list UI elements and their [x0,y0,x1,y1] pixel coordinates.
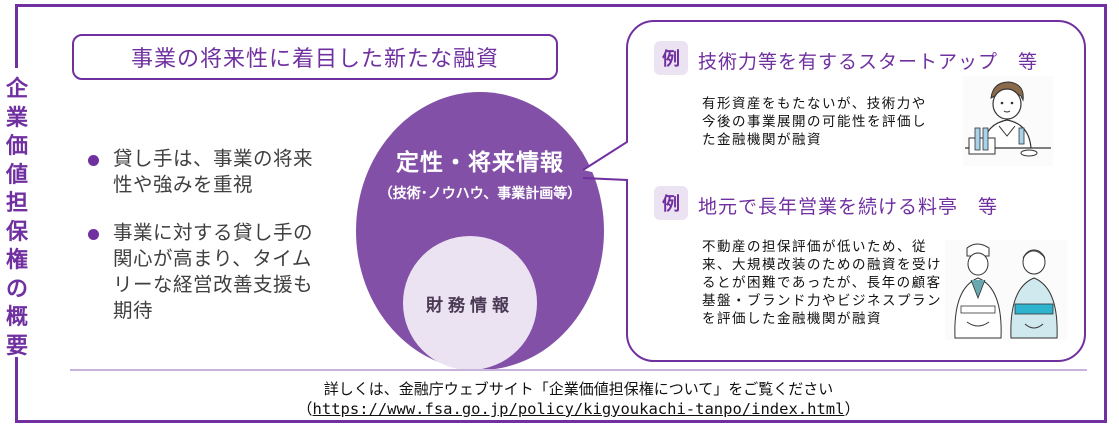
inner-circle-label: 財務情報 [426,295,514,316]
ryotei-staff-illustration-icon [945,240,1067,340]
headline-text: 事業の将来性に着目した新たな融資 [130,47,499,72]
frame-right-border [1104,4,1107,423]
footer-open-paren: （ [297,400,313,418]
footer-divider [70,369,1087,371]
frame-left-border-bottom [15,357,18,423]
bullet-text: 事業に対する貸し手の関心が高まり、タイムリーな経営改善支援も期待 [113,221,314,322]
side-title-char: の [5,276,28,302]
bullet-dot-icon [88,229,99,240]
side-title-char: 権 [5,248,28,273]
example-title: 技術力等を有するスタートアップ 等 [698,51,1039,73]
inner-circle-financial-info: 財務情報 [403,236,537,370]
side-title-char: 要 [5,333,28,359]
example-description: 不動産の担保評価が低いため、従来、大規模改装のための融資を受けるとが困難であった… [702,239,942,327]
example-description: 有形資産をもたないが、技術力や今後の事業展開の可能性を評価した金融機関が融資 [702,96,927,148]
side-title-char: 保 [5,219,28,245]
headline-box: 事業の将来性に着目した新たな融資 [72,34,558,80]
side-title-char: 業 [5,105,28,131]
fsa-policy-link[interactable]: https://www.fsa.go.jp/policy/kigyoukachi… [312,400,845,418]
outer-circle-subtitle: （技術･ノウハウ、事業計画等） [378,186,582,202]
bullet-dot-icon [88,155,99,166]
side-title-char: 企 [5,77,28,102]
bullet-item: 貸し手は、事業の将来性や強みを重視 [88,146,328,198]
frame-bottom-border [15,420,1107,423]
side-title-char: 値 [5,162,28,188]
frame-left-border-top [15,4,18,68]
side-title-char: 担 [5,191,28,216]
footer-text: 詳しくは、金融庁ウェブサイト「企業価値担保権について」をご覧ください [323,380,834,398]
example-title: 地元で長年営業を続ける料亭 等 [698,196,999,218]
outer-circle-title: 定性・将来情報 [396,150,564,176]
frame-top-border [15,4,1107,7]
bullet-list: 貸し手は、事業の将来性や強みを重視 事業に対する貸し手の関心が高まり、タイムリー… [88,146,328,346]
side-title: 企 業 価 値 担 保 権 の 概 要 [2,76,32,361]
footer-close-paren: ） [844,400,860,418]
scientist-illustration-icon [963,76,1053,166]
side-title-char: 価 [5,134,28,159]
example-badge: 例 [654,186,688,220]
example-badge: 例 [654,41,688,75]
callout-pointer [582,100,630,220]
bullet-item: 事業に対する貸し手の関心が高まり、タイムリーな経営改善支援も期待 [88,220,328,324]
footer-url-line: （https://www.fsa.go.jp/policy/kigyoukach… [70,397,1087,419]
side-title-char: 概 [5,305,28,330]
bullet-text: 貸し手は、事業の将来性や強みを重視 [113,147,314,196]
